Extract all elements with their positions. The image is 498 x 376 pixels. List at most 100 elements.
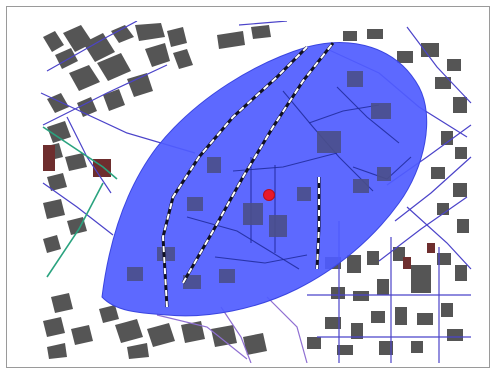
building-red: [427, 243, 435, 253]
railways-layer: [161, 42, 335, 308]
building: [115, 319, 143, 343]
building-inner: [377, 167, 391, 181]
street: [336, 86, 400, 144]
map-frame: [6, 6, 490, 368]
building-inner: [347, 71, 363, 87]
building: [127, 73, 153, 97]
building: [173, 49, 193, 69]
building: [395, 307, 407, 325]
building-inner: [269, 215, 287, 237]
building: [441, 303, 453, 317]
building-inner: [157, 247, 175, 261]
building: [351, 323, 363, 339]
building: [97, 53, 131, 81]
street: [394, 156, 472, 222]
building: [453, 183, 467, 197]
building: [181, 321, 205, 343]
building: [43, 235, 61, 253]
building: [103, 89, 125, 111]
street: [220, 306, 252, 363]
building: [325, 317, 341, 329]
street: [308, 104, 380, 124]
building: [411, 265, 431, 293]
building: [67, 217, 87, 235]
building: [217, 31, 245, 49]
building-inner: [207, 157, 221, 173]
building: [47, 343, 67, 359]
building: [71, 325, 93, 345]
building: [353, 291, 369, 301]
building: [397, 51, 413, 63]
building: [43, 31, 64, 52]
building-inner: [219, 269, 235, 283]
building-inner: [297, 187, 311, 201]
building: [347, 255, 361, 273]
building: [431, 167, 445, 179]
building: [99, 305, 119, 323]
building: [145, 43, 170, 67]
building: [417, 313, 433, 325]
building: [251, 25, 271, 39]
location-dot-icon[interactable]: [263, 189, 275, 201]
building: [393, 247, 405, 261]
building: [307, 337, 321, 349]
map-canvas[interactable]: [38, 21, 474, 363]
building-inner: [243, 203, 263, 225]
building: [127, 343, 149, 359]
building: [135, 23, 165, 41]
building: [435, 77, 451, 89]
building: [453, 97, 467, 113]
street: [46, 21, 138, 72]
street: [214, 254, 308, 264]
street: [266, 296, 308, 363]
street: [238, 21, 288, 26]
building: [243, 333, 267, 355]
building-red: [43, 145, 55, 171]
buildings-layer: [43, 23, 469, 359]
building: [447, 59, 461, 71]
building: [331, 287, 345, 299]
building: [447, 329, 463, 341]
building: [367, 251, 379, 265]
building: [83, 33, 115, 62]
building: [371, 311, 385, 323]
street: [378, 196, 468, 262]
building: [147, 323, 175, 347]
building: [367, 29, 383, 39]
street: [406, 26, 472, 104]
building: [43, 317, 65, 337]
building: [411, 341, 423, 353]
building: [379, 341, 393, 355]
building: [51, 293, 73, 313]
railway-west-dash: [161, 46, 308, 308]
building-red: [403, 257, 411, 269]
streets-purple-layer: [156, 296, 308, 363]
building-inner: [187, 197, 203, 211]
building: [455, 147, 467, 159]
building: [65, 153, 87, 171]
building-inner: [353, 179, 369, 193]
railway-east-dash: [316, 177, 320, 270]
buildings-inner-layer: [127, 71, 391, 289]
building: [167, 27, 187, 47]
street: [42, 64, 168, 126]
building: [47, 121, 71, 143]
building-inner: [317, 131, 341, 153]
building-inner: [127, 267, 143, 281]
building: [421, 43, 439, 57]
building-inner: [371, 103, 391, 119]
street: [406, 206, 472, 270]
street: [156, 314, 248, 360]
building: [457, 219, 469, 233]
railway-center-dash: [182, 42, 334, 284]
building: [441, 131, 453, 145]
building-inner: [183, 275, 201, 289]
street: [42, 126, 118, 180]
building: [377, 279, 389, 295]
streets-teal-layer: [42, 126, 118, 278]
building: [455, 265, 467, 281]
street: [232, 152, 338, 172]
building: [343, 31, 357, 41]
building: [111, 25, 134, 43]
street: [186, 216, 300, 270]
